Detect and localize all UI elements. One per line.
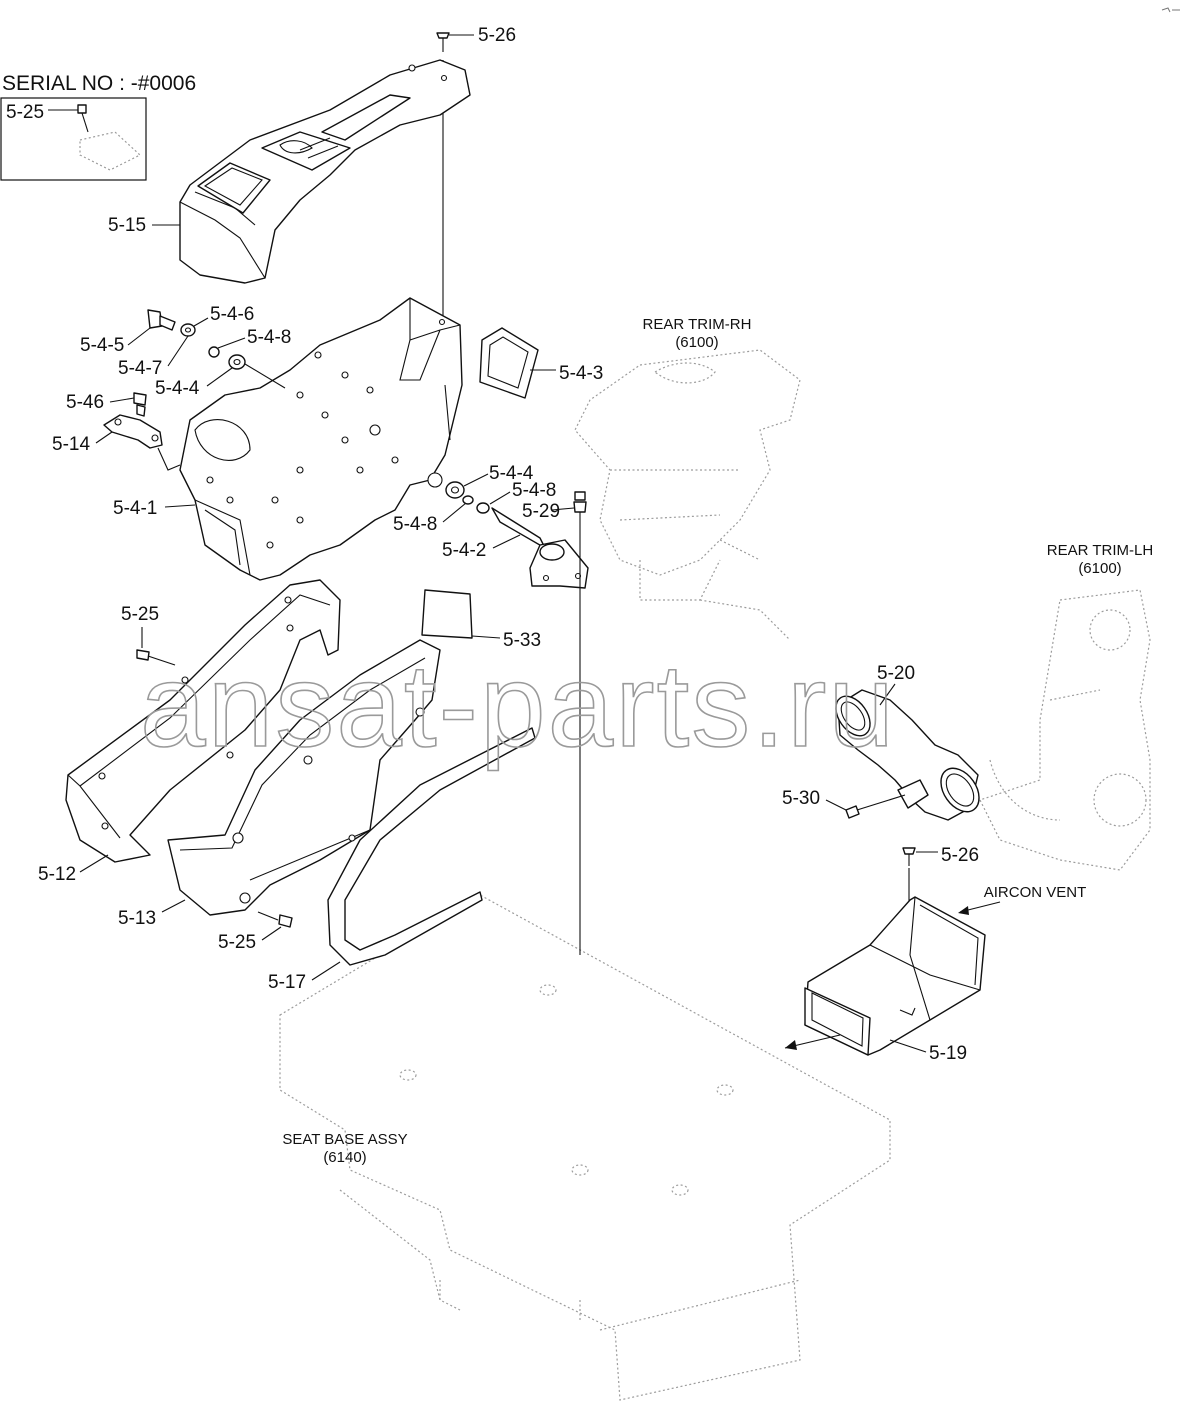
- label-5-4-4-a: 5-4-4: [155, 378, 200, 399]
- label-5-15: 5-15: [108, 215, 146, 236]
- label-5-4-8-a: 5-4-8: [247, 327, 291, 348]
- label-5-19: 5-19: [929, 1043, 967, 1064]
- pad-5-33: 5-33: [421, 589, 541, 651]
- bolt-5-4-5: 5-4-5: [80, 309, 176, 356]
- inset-bolt-icon: [77, 104, 87, 114]
- label-5-4-6: 5-4-6: [210, 304, 254, 325]
- reference-rear-trim-rh: REAR TRIM-RH (6100): [643, 316, 752, 351]
- label-5-20: 5-20: [877, 663, 915, 684]
- duct-5-20: 5-20: [835, 663, 980, 821]
- reference-seat-base: SEAT BASE ASSY (6140): [282, 1131, 407, 1166]
- clamp-5-14: 5-14: [52, 414, 181, 471]
- bolt-5-29: 5-29: [522, 491, 587, 955]
- rear-trim-lh-name: REAR TRIM-LH: [1047, 542, 1153, 559]
- bolt-5-25-lower: 5-25: [218, 911, 293, 953]
- rear-trim-lh-ghost: [979, 589, 1151, 871]
- serial-inset-frame: [0, 97, 147, 181]
- aircon-vent-name: AIRCON VENT: [984, 884, 1087, 901]
- label-5-4-1: 5-4-1: [113, 498, 157, 519]
- bracket-5-4-1: 5-4-1: [113, 297, 463, 581]
- side-cover-5-12: 5-12: [38, 579, 341, 885]
- trim-strip-5-17: 5-17: [268, 727, 536, 993]
- serial-inset: SERIAL NO : -#0006 5-25: [0, 72, 196, 181]
- screw-5-30: 5-30: [782, 788, 906, 819]
- label-5-25-a: 5-25: [121, 604, 159, 625]
- label-5-17: 5-17: [268, 972, 306, 993]
- washer-5-4-8-a: 5-4-8: [208, 327, 291, 358]
- label-5-4-8-c: 5-4-8: [393, 514, 437, 535]
- label-5-13: 5-13: [118, 908, 156, 929]
- inner-cover-5-13: 5-13: [118, 639, 441, 929]
- label-5-12: 5-12: [38, 864, 76, 885]
- seat-base-code: (6140): [323, 1149, 366, 1166]
- serial-number-title: SERIAL NO : -#0006: [2, 72, 196, 95]
- pin-bracket-5-4-2: 5-4-4 5-4-8 5-4-8 5-4-2: [393, 463, 589, 589]
- label-5-4-3: 5-4-3: [559, 363, 603, 384]
- rear-trim-rh-name: REAR TRIM-RH: [643, 316, 752, 333]
- label-5-4-2: 5-4-2: [442, 540, 486, 561]
- grommet-5-4-3: 5-4-3: [479, 327, 603, 399]
- rear-trim-rh-ghost: [574, 349, 801, 641]
- watermark: ansat-parts.ru: [140, 640, 896, 772]
- seat-base-name: SEAT BASE ASSY: [282, 1131, 407, 1148]
- seat-base-ghost: [279, 894, 891, 1401]
- bolt-5-25-upper: 5-25: [121, 604, 176, 666]
- aircon-vent-5-19: 5-19: [784, 896, 986, 1064]
- label-5-29: 5-29: [522, 501, 560, 522]
- corner-mark-icon: [1161, 7, 1180, 13]
- label-5-25-b: 5-25: [218, 932, 256, 953]
- label-5-14: 5-14: [52, 434, 90, 455]
- rear-trim-rh-code: (6100): [675, 334, 718, 351]
- serial-inset-part-label: 5-25: [6, 102, 44, 123]
- console-cover-5-15: 5-15: [108, 59, 471, 284]
- label-5-4-5: 5-4-5: [80, 335, 124, 356]
- reference-aircon-vent: AIRCON VENT: [958, 884, 1086, 915]
- bushing-5-4-4-a: 5-4-7 5-4-4: [118, 335, 286, 399]
- label-5-4-8-b: 5-4-8: [512, 480, 556, 501]
- label-5-26-b: 5-26: [941, 845, 979, 866]
- label-5-4-7: 5-4-7: [118, 358, 162, 379]
- rear-trim-lh-code: (6100): [1078, 560, 1121, 577]
- reference-rear-trim-lh: REAR TRIM-LH (6100): [1047, 542, 1153, 577]
- bolt-5-46: 5-46: [66, 392, 147, 417]
- label-5-26-top: 5-26: [478, 25, 516, 46]
- label-5-30: 5-30: [782, 788, 820, 809]
- label-5-46: 5-46: [66, 392, 104, 413]
- washer-5-4-6: 5-4-6: [180, 304, 254, 337]
- label-5-33: 5-33: [503, 630, 541, 651]
- label-5-4-4-b: 5-4-4: [489, 463, 534, 484]
